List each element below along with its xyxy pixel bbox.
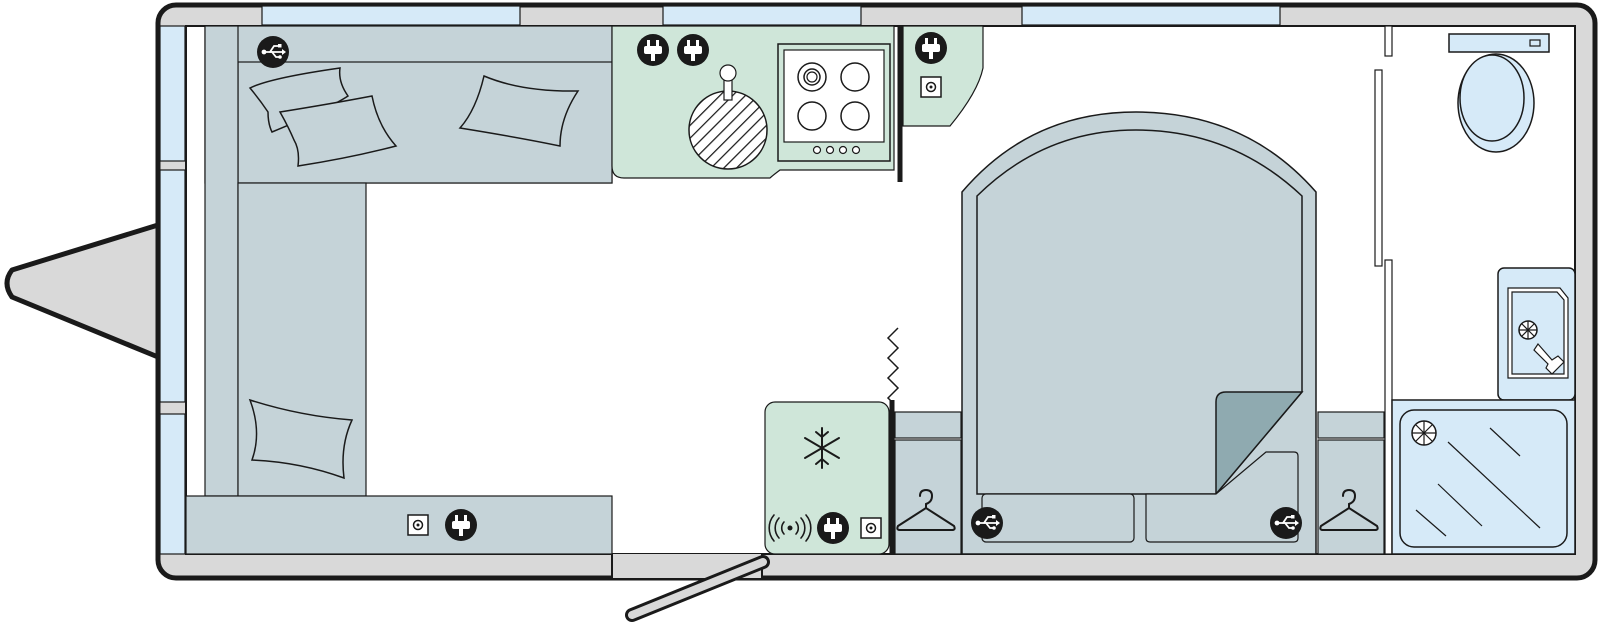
window-front-lounge <box>261 5 521 26</box>
wardrobe-left <box>894 439 962 555</box>
fridge-unit <box>764 401 890 555</box>
window-kitchen <box>662 5 862 26</box>
cushion <box>248 398 354 480</box>
bedside-drawer-left <box>981 493 1135 543</box>
window-front-top <box>159 25 186 162</box>
washroom-wall <box>1384 259 1393 555</box>
socket-icon <box>915 32 947 64</box>
socket-icon <box>817 512 849 544</box>
kitchen-unit <box>611 25 895 179</box>
window-bedroom <box>1021 5 1281 26</box>
sofa-back-side <box>204 25 239 497</box>
wardrobe-right <box>1317 439 1385 555</box>
hanger-icon <box>1319 488 1379 531</box>
tv-point-icon <box>860 517 882 539</box>
island-bed <box>961 111 1317 555</box>
washroom-sliding-door[interactable] <box>1374 69 1383 267</box>
snowflake-icon <box>804 427 840 469</box>
wash-basin <box>1497 267 1576 401</box>
tv-point-icon <box>407 514 429 536</box>
hanger-icon <box>896 488 956 531</box>
socket-icon <box>445 509 477 541</box>
duvet-fold <box>1215 391 1304 497</box>
tv-point-icon <box>920 76 942 98</box>
window-front-bottom <box>159 413 186 555</box>
sink-icon <box>688 64 768 170</box>
washroom-door-top <box>1384 25 1393 57</box>
heater-icon <box>886 327 900 404</box>
front-chest-unit <box>185 495 613 555</box>
wardrobe-shelf-right <box>1317 411 1385 439</box>
usb-icon <box>257 36 289 68</box>
usb-icon <box>971 507 1003 539</box>
hob-icon <box>777 43 891 162</box>
antenna-icon <box>768 514 812 542</box>
socket-icon <box>637 34 669 66</box>
wardrobe-shelf-left <box>894 411 962 439</box>
usb-icon <box>1270 507 1302 539</box>
socket-icon <box>677 34 709 66</box>
bedside-drawer-right <box>1145 451 1299 543</box>
toilet-icon <box>1448 33 1550 153</box>
windows <box>159 5 1281 555</box>
tap-icon <box>1533 343 1565 375</box>
tow-hitch <box>4 222 161 360</box>
shower-icon <box>1391 399 1576 555</box>
cushion <box>458 74 580 147</box>
cushion <box>278 95 398 167</box>
window-front-middle <box>159 169 186 403</box>
